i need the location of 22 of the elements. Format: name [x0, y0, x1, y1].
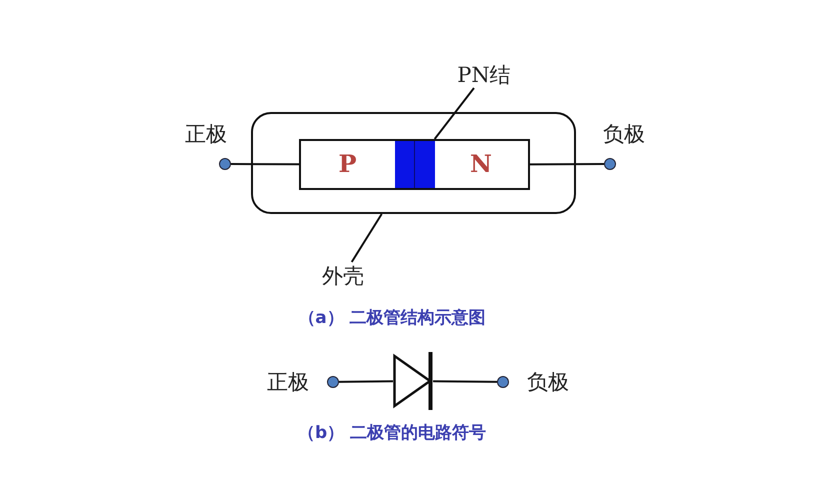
terminal-label: 负极 [602, 120, 646, 148]
figure-caption: （a） 二极管结构示意图 [297, 306, 487, 330]
leader-line [350, 213, 383, 263]
wire [231, 163, 299, 166]
leader-line [434, 87, 475, 140]
figure-caption: （b） 二极管的电路符号 [296, 422, 488, 444]
callout-text: PN结 [455, 62, 513, 88]
wire [338, 380, 394, 383]
housing-outline [251, 112, 576, 214]
semiconductor-region: N [434, 138, 530, 190]
terminal-dot [219, 158, 231, 170]
wire [530, 163, 604, 166]
diode-symbol [393, 352, 433, 410]
callout-text: 外壳 [317, 262, 369, 290]
terminal-label: 正极 [266, 368, 310, 396]
terminal-dot [497, 376, 509, 388]
terminal-dot [327, 376, 339, 388]
pn-junction-bar [394, 138, 434, 190]
terminal-dot [604, 158, 616, 170]
terminal-label: 正极 [184, 120, 228, 148]
terminal-label: 负极 [526, 368, 570, 396]
wire [432, 380, 498, 383]
